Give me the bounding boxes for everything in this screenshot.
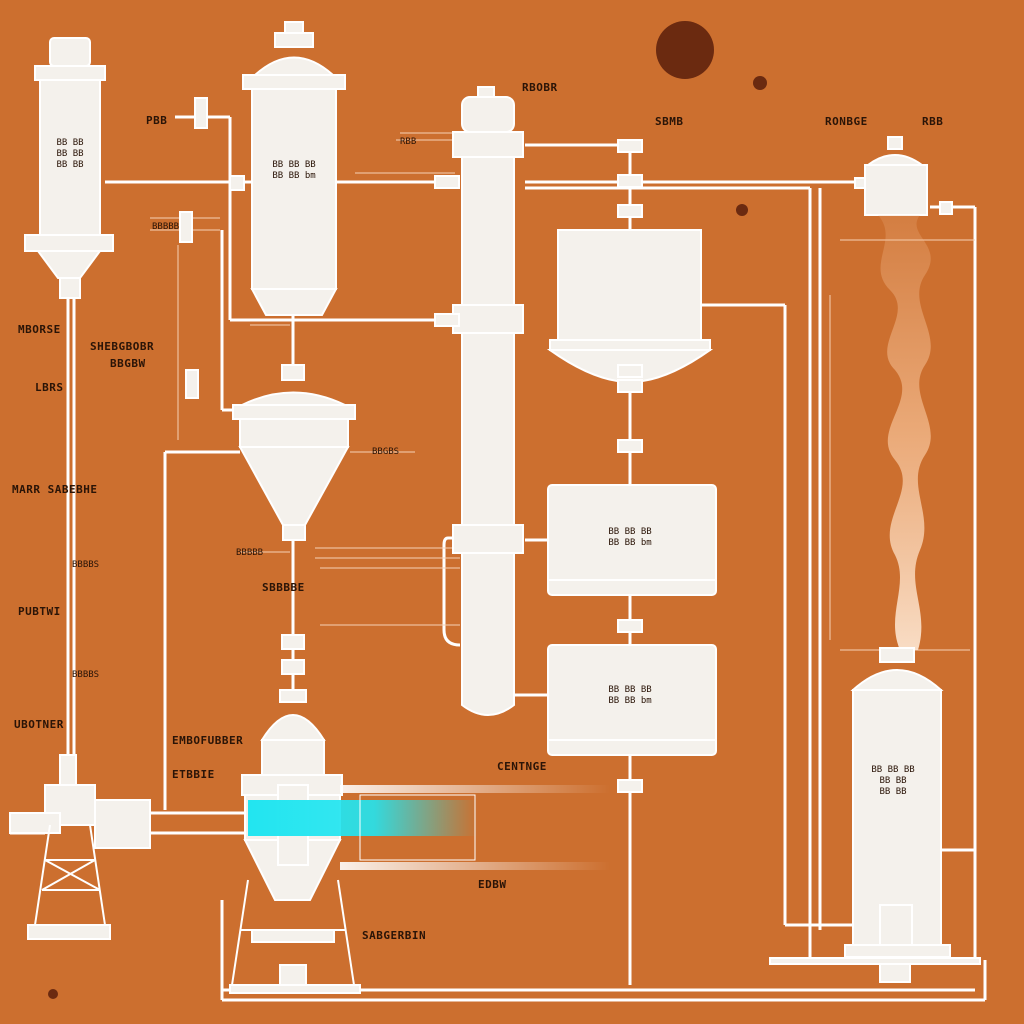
tag-bbbbs: BBBBS bbox=[72, 560, 100, 570]
leader-lines bbox=[150, 132, 975, 651]
label-sbmb: SBMB bbox=[655, 115, 684, 128]
label-lbrs: LBRS bbox=[35, 381, 64, 394]
label-sbbbbe: SBBBBE bbox=[262, 581, 305, 594]
label-ronbge: RONBGE bbox=[825, 115, 868, 128]
vessel-text-lower: BB BB BB BB BB bm bbox=[608, 685, 652, 706]
vessel-text-right: BB BB BB BB BB BB BB bbox=[871, 765, 915, 797]
cyan-jet bbox=[248, 800, 478, 836]
small-dot bbox=[753, 76, 767, 90]
label-pbb: PBB bbox=[146, 114, 168, 127]
label-rbobr: RBOBR bbox=[522, 81, 558, 94]
right-tall-vessel bbox=[769, 647, 981, 983]
label-marr-sabebhe: MARR SABEBHE bbox=[12, 483, 98, 496]
main-reactor bbox=[229, 689, 361, 994]
large-dot bbox=[656, 21, 714, 79]
label-embofubber: EMBOFUBBER bbox=[172, 734, 244, 747]
tag-bbbbs-2: BBBBS bbox=[72, 670, 100, 680]
small-dot bbox=[736, 204, 748, 216]
vessel-text-middle: BB BB BB BB BB bm bbox=[608, 527, 652, 548]
label-centnge: CENTNGE bbox=[497, 760, 547, 773]
vessel-text-upper: BB BB BB BB BB bm bbox=[272, 160, 316, 181]
tag-bbgbs: BBGBS bbox=[372, 447, 400, 457]
label-ubotner: UBOTNER bbox=[14, 718, 64, 731]
upper-tank bbox=[546, 229, 714, 384]
tag-rbb: RBB bbox=[400, 137, 417, 147]
small-dot bbox=[48, 989, 58, 999]
label-etbbie: ETBBIE bbox=[172, 768, 215, 781]
label-mborse: MBORSE bbox=[18, 323, 61, 336]
tag-bbbbb: BBBBB bbox=[152, 222, 180, 232]
lower-tank bbox=[547, 644, 717, 756]
flanges bbox=[179, 97, 953, 793]
cyclone-separator bbox=[232, 364, 356, 541]
upper-reactor-vessel bbox=[242, 21, 346, 316]
distillation-column bbox=[452, 86, 524, 716]
jet-frame bbox=[359, 794, 476, 861]
label-rbb: RBB bbox=[922, 115, 944, 128]
label-sabgerbin: SABGERBIN bbox=[362, 929, 427, 942]
label-edbw: EDBW bbox=[478, 878, 507, 891]
jet-fade bbox=[340, 785, 610, 793]
label-shebgbobr: SHEBGBOBR bbox=[90, 340, 155, 353]
vessel-text-left: BB BB BB BB BB BB bbox=[56, 138, 84, 170]
label-bbgbw: BBGBW bbox=[110, 357, 146, 370]
label-pubtwi: PUBTWI bbox=[18, 605, 61, 618]
smoke-plume bbox=[878, 215, 931, 650]
jet-fade bbox=[340, 862, 610, 870]
tag-bbbbb-2: BBBBB bbox=[236, 548, 264, 558]
middle-tank bbox=[547, 484, 717, 596]
left-storage-vessel bbox=[24, 37, 114, 299]
left-support-tower bbox=[9, 754, 151, 940]
right-top-vessel bbox=[864, 136, 928, 216]
